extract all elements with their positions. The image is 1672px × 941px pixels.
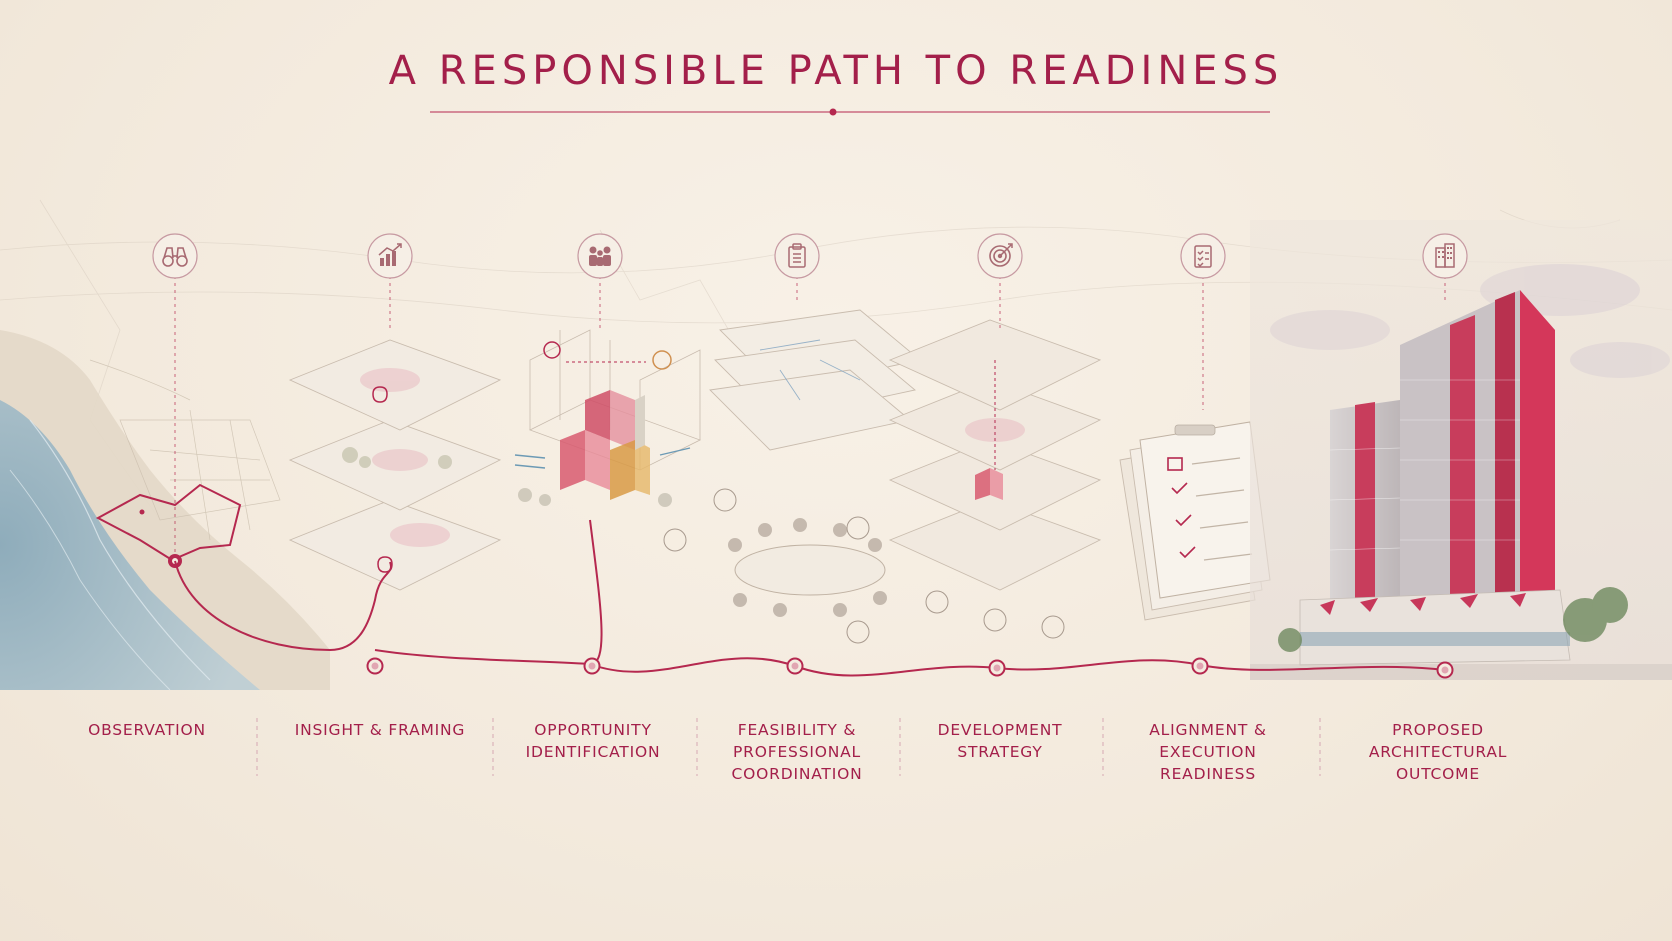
- massing-model: [514, 329, 702, 552]
- strategy-layers: [888, 319, 1102, 639]
- people-group-icon: [577, 233, 623, 279]
- coastal-terrain-map: [0, 330, 330, 691]
- stage-label-opportunity: OPPORTUNITY IDENTIFICATION: [525, 721, 661, 761]
- stage-label-strategy: DEVELOPMENT STRATEGY: [937, 721, 1063, 761]
- layered-maps: [288, 339, 502, 591]
- building-icon: [1422, 233, 1468, 279]
- stage-label-alignment: ALIGNMENT & EXECUTION READINESS: [1149, 721, 1267, 783]
- binoculars-icon: [152, 233, 198, 279]
- clipboard-icon: [774, 233, 820, 279]
- title-divider: [430, 108, 1270, 116]
- checklist-papers: [1119, 421, 1271, 621]
- stage-label-observation: OBSERVATION: [88, 721, 206, 739]
- stage-label-outcome: PROPOSED ARCHITECTURAL OUTCOME: [1368, 721, 1508, 783]
- blueprints-meeting: [709, 309, 921, 644]
- stage-label-insight: INSIGHT & FRAMING: [294, 721, 466, 739]
- tower-rendering: [1250, 220, 1672, 680]
- target-icon: [977, 233, 1023, 279]
- checklist-icon: [1180, 233, 1226, 279]
- label-dividers: [256, 718, 1321, 776]
- icon-connectors: [174, 276, 1446, 555]
- milestone-nodes: [366, 657, 1454, 679]
- page-title: A RESPONSIBLE PATH TO READINESS: [388, 48, 1284, 94]
- stage-label-feasibility: FEASIBILITY & PROFESSIONAL COORDINATION: [731, 721, 863, 783]
- bar-chart-icon: [367, 233, 413, 279]
